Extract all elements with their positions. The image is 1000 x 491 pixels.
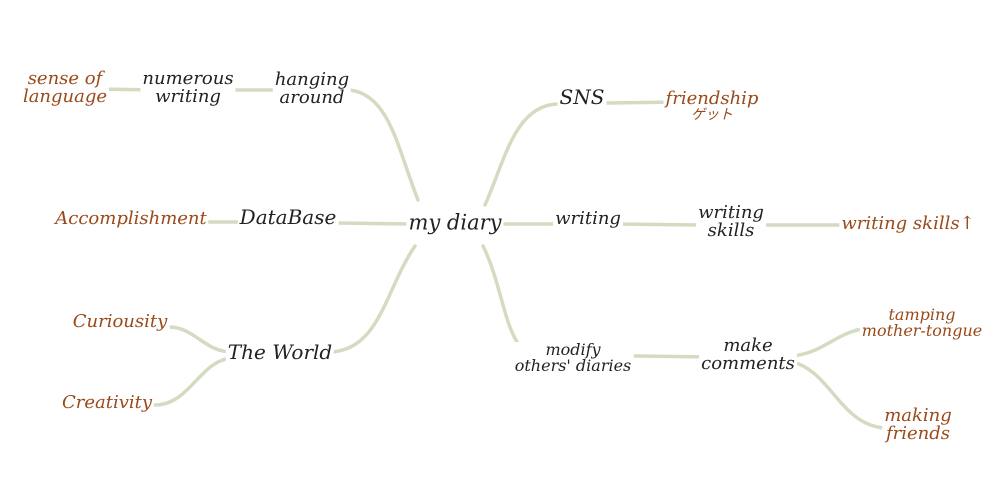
node-modify-line1: modify: [545, 340, 601, 359]
node-hanging-around: hanging around: [272, 69, 352, 108]
node-make-comments-line1: make: [723, 335, 773, 356]
node-writing-skills-line2: skills: [707, 220, 755, 241]
leaf-making-friends-line1: making: [884, 405, 952, 426]
node-make-comments-line2: comments: [701, 353, 795, 374]
leaf-friendship-line2: ゲット: [691, 107, 733, 123]
branch-center-to-hanging-around: [278, 88, 420, 202]
leaf-accomplishment: Accomplishment: [53, 208, 209, 229]
node-hanging-around-line2: around: [279, 87, 345, 108]
node-hanging-around-line1: hanging: [274, 69, 350, 90]
leaf-curiosity: Curiousity: [70, 311, 170, 332]
branch-world-to-curiosity: [168, 325, 234, 354]
leaf-tamping-mother-tongue: tamping mother-tongue: [859, 305, 985, 340]
node-the-world-label: The World: [227, 340, 333, 364]
node-numerous-writing: numerous writing: [140, 68, 236, 107]
leaf-writing-skills-up-label: writing skills↑: [841, 213, 975, 234]
branch-modify-to-comments: [638, 354, 712, 359]
branch-center-to-database: [336, 221, 414, 226]
leaf-curiosity-label: Curiousity: [72, 311, 168, 332]
node-numerous-writing-line2: writing: [155, 86, 221, 107]
branch-center-to-the-world: [298, 244, 417, 354]
node-sns-label: SNS: [559, 85, 605, 109]
node-modify-others-diaries: modify others' diaries: [512, 340, 634, 375]
leaf-creativity: Creativity: [59, 392, 155, 413]
leaf-friendship-line1: friendship: [665, 88, 759, 109]
leaf-writing-skills-up: writing skills↑: [839, 213, 977, 234]
node-sns: SNS: [557, 85, 607, 109]
leaf-tamping-line2: mother-tongue: [861, 321, 983, 340]
node-database: DataBase: [237, 205, 339, 229]
leaf-tamping-line1: tamping: [888, 305, 956, 324]
node-writing-skills-line1: writing: [698, 202, 764, 223]
leaf-accomplishment-label: Accomplishment: [55, 208, 207, 229]
leaf-friendship: friendship ゲット: [663, 88, 761, 123]
leaf-sense-of-language: sense of language: [20, 68, 110, 107]
branch-comments-to-making: [790, 360, 952, 430]
leaf-sense-of-language-line1: sense of: [27, 68, 103, 89]
branch-writing-to-skills: [616, 222, 702, 227]
branch-center-to-sns: [483, 101, 612, 207]
leaf-making-friends: making friends: [882, 407, 954, 443]
center-node: my diary: [406, 210, 504, 235]
node-modify-line2: others' diaries: [514, 356, 632, 375]
node-writing-label: writing: [555, 208, 621, 229]
center-label: my diary: [408, 210, 502, 235]
leaf-creativity-label: Creativity: [61, 392, 153, 413]
branch-world-to-creativity: [153, 356, 234, 407]
node-writing-skills: writing skills: [696, 204, 766, 240]
node-the-world: The World: [225, 340, 335, 364]
node-numerous-writing-line1: numerous: [142, 68, 234, 89]
node-writing: writing: [553, 210, 623, 228]
node-make-comments: make comments: [699, 337, 797, 373]
leaf-sense-of-language-line2: language: [22, 86, 108, 107]
node-database-label: DataBase: [239, 205, 337, 229]
leaf-making-friends-line2: friends: [885, 423, 951, 444]
